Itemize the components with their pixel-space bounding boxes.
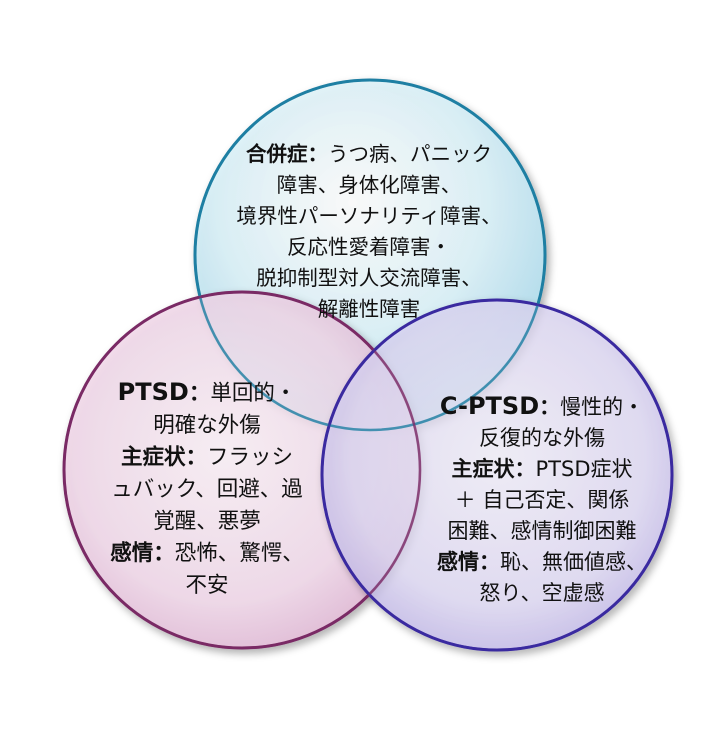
left-circle-outline (62, 290, 422, 650)
top-circle-outline (193, 78, 547, 432)
cptsd-title-desc: 反復的な外傷 (479, 426, 605, 450)
comorbidity-line-2: 障害、身体化障害、 (276, 173, 462, 197)
comorbidity-term: 合併症 (246, 142, 308, 166)
comorbidity-line-5: 脱抑制型対人交流障害、 (256, 266, 482, 290)
cptsd-symptom-3: 困難、感情制御困難 (447, 519, 637, 543)
comorbidity-line-3: 境界性パーソナリティ障害、 (236, 204, 502, 228)
cptsd-symptom-2: ＋ 自己否定、関係 (454, 488, 630, 512)
ptsd-title-desc: 明確な外傷 (153, 413, 261, 438)
comorbidity-line-4: 反応性愛着障害・ (287, 235, 451, 259)
cptsd-emotion-line: 感情：恥、無価値感、 (437, 550, 647, 574)
ptsd-emotion-2: 不安 (185, 573, 229, 598)
ptsd-title-line: PTSD：単回的・ (117, 378, 297, 406)
ptsd-symptom-3: 覚醒、悪夢 (153, 509, 261, 534)
ptsd-symptom-line: 主症状：フラッシ (120, 445, 294, 470)
ptsd-symptom-2: ュバック、回避、過 (111, 477, 303, 502)
comorbidity-line-6: 解離性障害 (317, 297, 421, 321)
ptsd-text: PTSD：単回的・ 明確な外傷 主症状：フラッシ ュバック、回避、過 覚醒、悪夢… (93, 376, 321, 602)
cptsd-symptom-line: 主症状：PTSD症状 (451, 457, 633, 481)
ptsd-title: PTSD (117, 378, 189, 406)
cptsd-emotion-term: 感情 (437, 550, 479, 574)
ptsd-emotion-term: 感情 (110, 541, 154, 566)
cptsd-symptom-term: 主症状 (451, 457, 515, 481)
comorbidity-line-1: 合併症：うつ病、パニック (246, 142, 492, 166)
comorbidity-text: 合併症：うつ病、パニック 障害、身体化障害、 境界性パーソナリティ障害、 反応性… (204, 139, 534, 325)
ptsd-symptom-term: 主症状 (120, 445, 186, 470)
cptsd-text: C-PTSD：慢性的・ 反復的な外傷 主症状：PTSD症状 ＋ 自己否定、関係 … (416, 391, 668, 609)
cptsd-title-line: C-PTSD：慢性的・ (439, 392, 645, 420)
right-circle-outline (320, 298, 674, 652)
ptsd-emotion-line: 感情：恐怖、驚愕、 (110, 541, 304, 566)
cptsd-title: C-PTSD (439, 392, 540, 420)
cptsd-emotion-2: 怒り、空虚感 (479, 581, 605, 605)
